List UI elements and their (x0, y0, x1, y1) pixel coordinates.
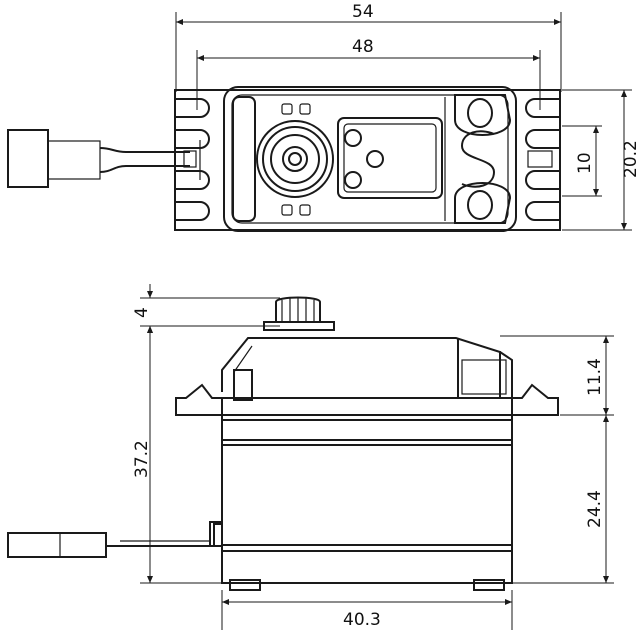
dim-label-48: 48 (352, 37, 374, 57)
side-view: 4 37.2 11.4 24.4 40.3 (7, 284, 614, 630)
mounting-flange-left-side (175, 383, 222, 416)
cable-side (106, 523, 222, 547)
dim-label-37-2: 37.2 (132, 440, 152, 478)
end-tabs-right (444, 94, 512, 224)
mounting-flange-top (174, 89, 561, 231)
dim-label-40-3: 40.3 (343, 610, 381, 630)
output-spline-side (263, 296, 335, 331)
connector-plug-top (7, 129, 49, 188)
dim-label-4: 4 (132, 307, 152, 318)
servo-body-top (223, 86, 517, 232)
brand-logo-mark (460, 130, 496, 188)
dim-label-54: 54 (352, 2, 374, 22)
connector-plug-side (7, 532, 107, 558)
dim-label-24-4: 24.4 (585, 490, 605, 528)
wire-bundle-top (99, 147, 190, 153)
top-view: 54 48 20.2 10 (7, 2, 639, 232)
mounting-slots-left (175, 98, 210, 221)
output-spline-top (256, 120, 334, 198)
dim-label-20-2: 20.2 (621, 140, 639, 178)
dim-label-11-4: 11.4 (585, 358, 605, 396)
dim-label-10: 10 (575, 152, 595, 174)
servo-case-side (221, 397, 513, 584)
mounting-flange-right-side (512, 383, 559, 416)
label-panel-top (337, 117, 443, 199)
mounting-slots-right (525, 98, 560, 221)
